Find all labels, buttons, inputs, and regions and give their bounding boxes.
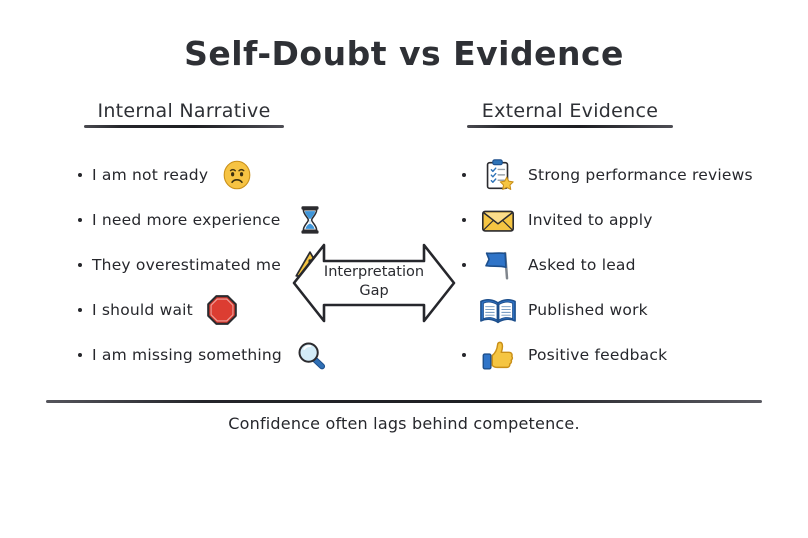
arrow-label-line2: Gap <box>359 283 389 299</box>
list-item[interactable]: I need more experience <box>78 197 330 242</box>
list-item[interactable]: Published work <box>462 287 753 332</box>
list-item[interactable]: Strong performance reviews <box>462 152 753 197</box>
list-item[interactable]: I should wait <box>78 287 330 332</box>
blue-flag-icon <box>476 246 520 284</box>
double-headed-arrow-icon <box>292 243 456 323</box>
envelope-icon <box>476 201 520 239</box>
external-evidence-list: Strong performance reviews Invited to ap… <box>462 152 753 377</box>
list-item-label: Published work <box>528 300 648 319</box>
external-evidence-underline <box>467 125 673 128</box>
list-item-label: Invited to apply <box>528 210 653 229</box>
list-item[interactable]: Invited to apply <box>462 197 753 242</box>
list-item-label: Asked to lead <box>528 255 636 274</box>
worried-face-icon <box>218 156 256 194</box>
internal-narrative-column: Internal Narrative I am not ready <box>62 100 326 369</box>
interpretation-gap-label: Interpretation Gap <box>288 263 460 301</box>
list-item-label: I need more experience <box>92 210 281 229</box>
list-item[interactable]: I am not ready <box>78 152 330 197</box>
interpretation-gap-arrow: Interpretation Gap <box>288 237 460 329</box>
list-item-label: Strong performance reviews <box>528 165 753 184</box>
bullet-dot <box>462 172 466 177</box>
bullet-dot <box>462 262 466 267</box>
arrow-label-line1: Interpretation <box>323 264 425 280</box>
magnifying-glass-icon <box>292 336 330 374</box>
hourglass-icon <box>291 201 329 239</box>
list-item-label: Positive feedback <box>528 345 668 364</box>
external-evidence-heading: External Evidence <box>481 100 659 122</box>
list-item[interactable]: I am missing something <box>78 332 330 377</box>
internal-narrative-underline <box>84 125 284 128</box>
page-title: Self-Doubt vs Evidence <box>184 34 624 73</box>
bullet-dot <box>78 217 82 222</box>
internal-narrative-heading: Internal Narrative <box>97 100 271 122</box>
bullet-dot <box>78 307 82 312</box>
bullet-dot <box>462 217 466 222</box>
footer-divider <box>46 400 762 403</box>
list-item-label: I should wait <box>92 300 193 319</box>
external-evidence-column: External Evidence <box>452 100 753 369</box>
bullet-dot <box>78 262 82 267</box>
bullet-dot <box>462 352 466 357</box>
stop-sign-icon <box>203 291 241 329</box>
clipboard-star-icon <box>476 156 520 194</box>
list-item-label: They overestimated me <box>92 255 281 274</box>
list-item[interactable]: Positive feedback <box>462 332 753 377</box>
open-book-icon <box>476 291 520 329</box>
list-item-label: I am not ready <box>92 165 209 184</box>
footer-caption: Confidence often lags behind competence. <box>228 414 580 433</box>
bullet-dot <box>78 352 82 357</box>
thumbs-up-icon <box>476 336 520 374</box>
bullet-dot <box>78 172 82 177</box>
list-item[interactable]: Asked to lead <box>462 242 753 287</box>
internal-narrative-list: I am not ready I need more experience <box>78 152 330 377</box>
list-item-label: I am missing something <box>92 345 282 364</box>
